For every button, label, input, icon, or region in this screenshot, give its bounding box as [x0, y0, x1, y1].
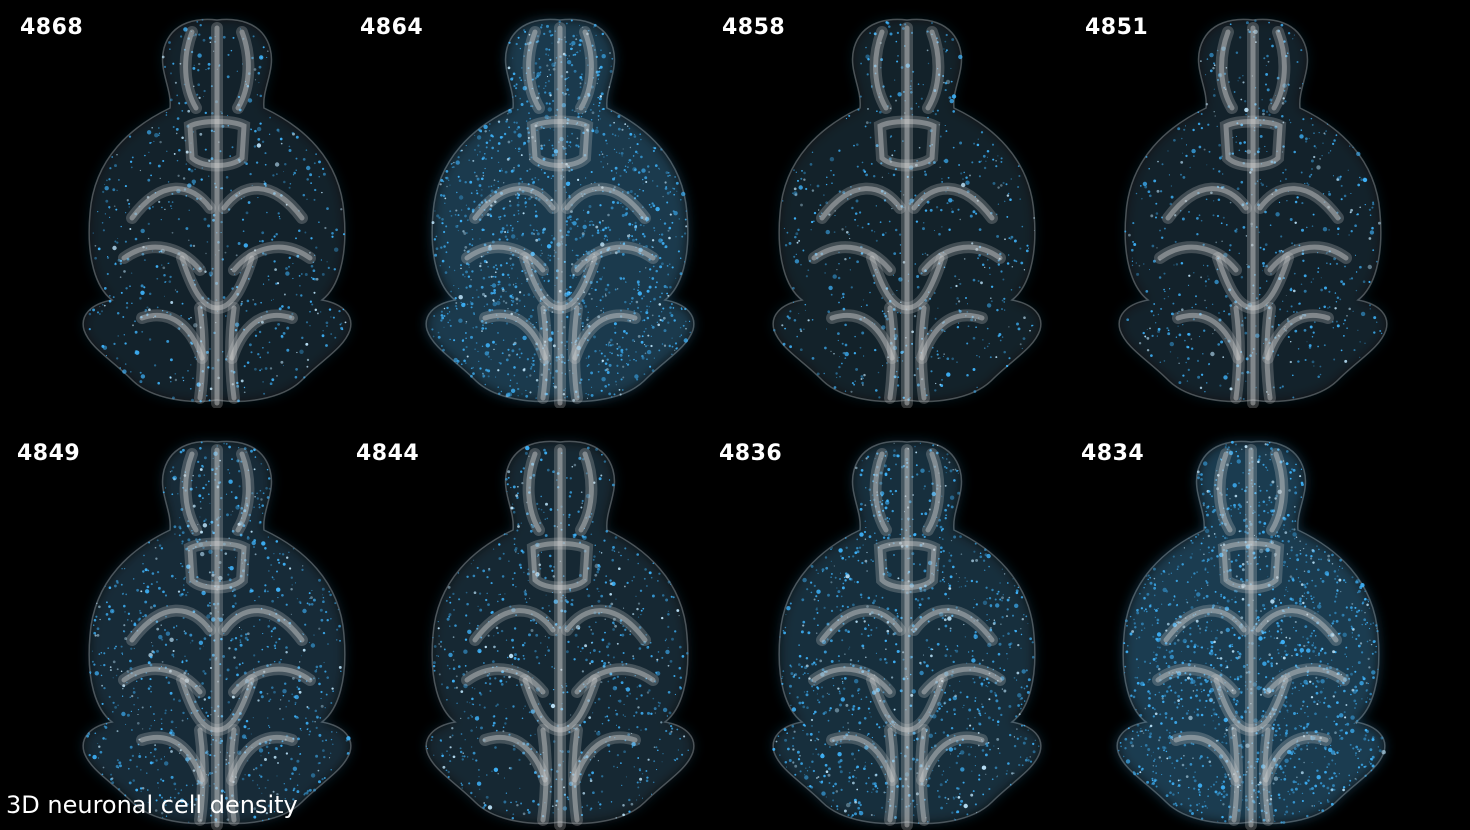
panel-label-2: 4864 [360, 15, 424, 40]
brain-render-4 [1118, 18, 1388, 408]
panel-label-6: 4844 [356, 441, 420, 466]
panel-label-4: 4851 [1085, 15, 1149, 40]
panel-label-3: 4858 [722, 15, 786, 40]
brain-render-1 [82, 18, 352, 408]
brain-render-8 [1116, 440, 1386, 830]
brain-render-6 [425, 440, 695, 830]
brain-render-2 [425, 18, 695, 408]
panel-label-5: 4849 [17, 441, 81, 466]
panel-label-7: 4836 [719, 441, 783, 466]
brain-render-5 [82, 440, 352, 830]
brain-render-3 [772, 18, 1042, 408]
panel-label-8: 4834 [1081, 441, 1145, 466]
panel-label-1: 4868 [20, 15, 84, 40]
brain-render-7 [772, 440, 1042, 830]
figure-caption: 3D neuronal cell density [6, 791, 298, 819]
